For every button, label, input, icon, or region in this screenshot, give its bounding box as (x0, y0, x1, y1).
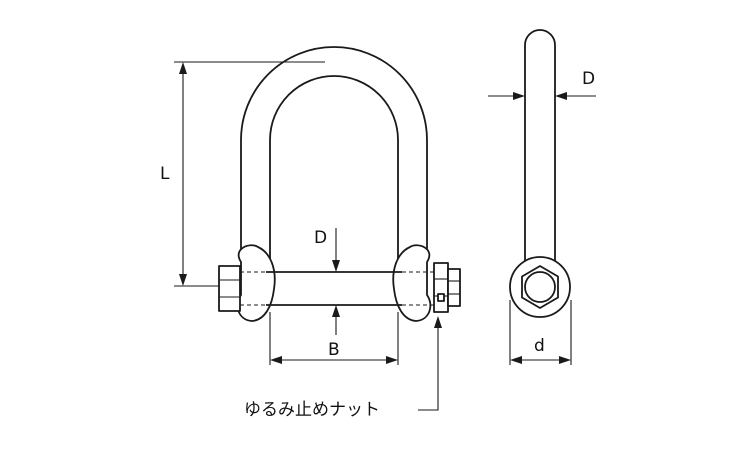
pin-head (218, 265, 241, 312)
hex-socket (521, 265, 559, 309)
pin-end-circle (524, 271, 556, 303)
label-pin-diameter: d (534, 336, 545, 356)
dimension-d-front (332, 228, 340, 335)
side-eye (509, 256, 571, 318)
side-view (488, 29, 596, 365)
right-eye-lug (392, 244, 432, 322)
shackle-bow (240, 46, 428, 263)
label-diameter-front: D (314, 228, 328, 248)
dimension-b (269, 312, 399, 365)
pin (240, 271, 436, 306)
label-length: L (160, 164, 170, 184)
dimension-d-small (509, 300, 572, 365)
nut-callout-leader (418, 316, 442, 411)
label-diameter-side: D (582, 69, 596, 89)
label-nut-callout: ゆるみ止めナット (244, 400, 380, 420)
label-width: B (328, 340, 340, 360)
side-bar (524, 29, 556, 262)
dimension-l (174, 61, 325, 287)
lock-nut (433, 262, 461, 313)
left-eye-lug (236, 244, 276, 322)
front-view (174, 46, 461, 411)
dimension-d-side (488, 92, 596, 100)
